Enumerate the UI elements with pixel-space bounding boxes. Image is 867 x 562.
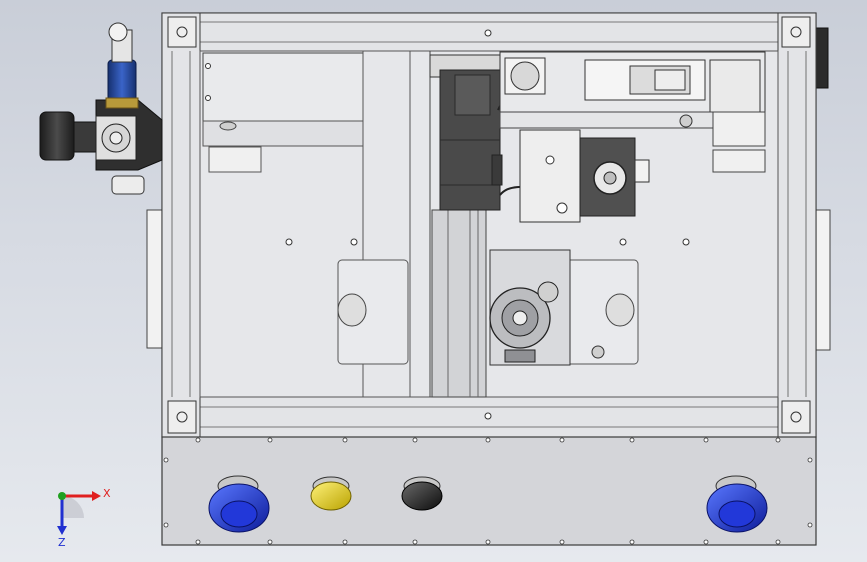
front-control-panel [161, 436, 817, 546]
gripper-assembly [499, 51, 766, 173]
x-axis-label: X [103, 487, 111, 500]
gear-mechanism [489, 249, 571, 366]
left-extrusion [161, 12, 201, 438]
right-side-block [815, 27, 829, 89]
right-side-plate [815, 209, 831, 351]
pinch-roller-module [519, 129, 650, 223]
blue-button-right[interactable] [706, 475, 768, 533]
pressure-regulator [39, 22, 163, 195]
corner-brackets [167, 16, 811, 434]
yellow-button[interactable] [310, 476, 352, 511]
panel-screws [163, 437, 813, 545]
right-extrusion [777, 12, 817, 438]
z-axis-label: Z [58, 536, 66, 549]
blue-button-left[interactable] [208, 475, 270, 533]
base-plate-holes [285, 238, 690, 246]
mount-plate-right [559, 259, 639, 365]
servo-motor [429, 54, 503, 211]
upper-left-bracket [202, 52, 364, 122]
left-side-plate [146, 209, 163, 349]
black-button[interactable] [401, 476, 443, 511]
axis-triad: X Z [57, 487, 111, 549]
mount-plate-left [337, 259, 409, 365]
y-axis-dot [58, 492, 66, 500]
